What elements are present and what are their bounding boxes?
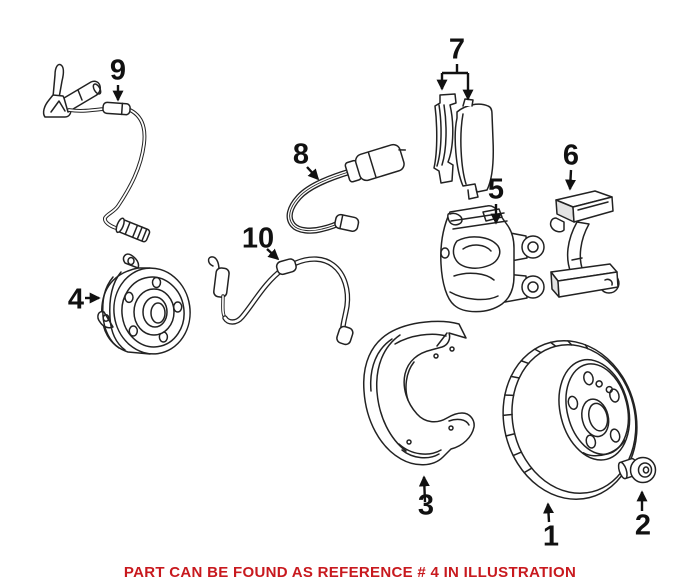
callout-arrow-10 <box>266 248 280 261</box>
part-9-abs-sensor <box>42 63 151 243</box>
part-6-caliper-bracket <box>549 190 620 298</box>
callout-label-10: 10 <box>241 222 275 255</box>
callout-arrow-6 <box>564 169 576 191</box>
callout-arrow-8 <box>306 166 320 181</box>
callout-label-8: 8 <box>292 138 310 171</box>
callout-label-4: 4 <box>67 283 85 316</box>
part-2-bolt <box>617 456 657 484</box>
part-5-brake-caliper <box>440 205 545 313</box>
part-7-brake-pads <box>433 93 494 200</box>
part-3-splash-shield <box>362 320 475 466</box>
part-1-brake-rotor <box>502 340 638 500</box>
callout-label-7: 7 <box>448 33 466 66</box>
callout-label-3: 3 <box>417 489 435 522</box>
callout-label-5: 5 <box>487 173 505 206</box>
callout-bracket-7 <box>442 64 468 75</box>
callout-label-1: 1 <box>542 520 560 553</box>
callout-label-9: 9 <box>109 54 127 87</box>
callout-label-2: 2 <box>634 509 652 542</box>
callout-arrows <box>85 64 648 523</box>
callout-arrow-3 <box>418 475 430 503</box>
callout-label-6: 6 <box>562 139 580 172</box>
part-8-wear-sensor <box>286 143 407 234</box>
callout-arrow-1 <box>543 502 555 523</box>
part-4-wheel-hub <box>97 253 191 355</box>
part-10-wear-sensor-cable <box>207 256 354 346</box>
reference-note: PART CAN BE FOUND AS REFERENCE # 4 IN IL… <box>123 564 577 581</box>
